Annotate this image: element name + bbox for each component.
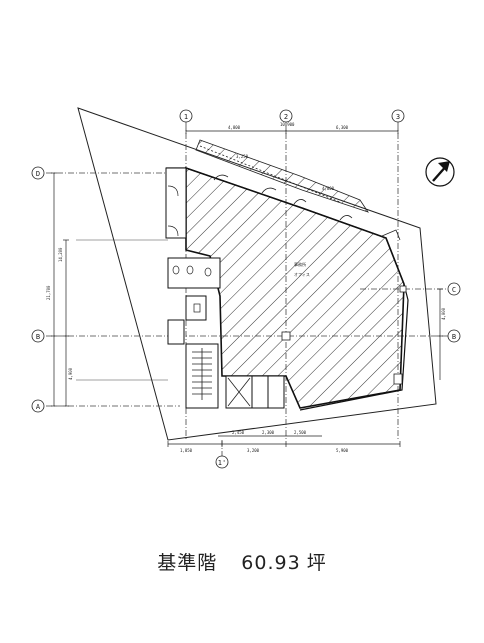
- dim-label: 21,700: [46, 285, 51, 300]
- building-wall: [166, 167, 409, 411]
- svg-text:A: A: [36, 403, 41, 411]
- svg-text:D: D: [36, 170, 40, 178]
- left-dimension: [51, 172, 69, 407]
- grid-label-col-3: 3: [391, 109, 405, 123]
- balcony-strip: [195, 139, 369, 213]
- dim-label: 4,900: [68, 367, 73, 380]
- north-arrow-icon: [425, 157, 455, 187]
- stair: [192, 348, 212, 400]
- dim-label: 4,000: [441, 307, 446, 320]
- svg-text:B: B: [452, 333, 456, 341]
- dim-label: 2,450: [232, 430, 245, 435]
- inner-reference-lines: [76, 239, 168, 381]
- svg-text:B: B: [36, 333, 40, 341]
- grid-label-row-b-right: B: [447, 329, 461, 343]
- dim-label: 6,300: [336, 125, 349, 130]
- dim-label: 3,250: [236, 154, 249, 159]
- dim-label: 14,200: [58, 247, 63, 262]
- svg-text:C: C: [452, 286, 456, 294]
- grid-label-row-c: C: [447, 282, 461, 296]
- dim-label: 4,800: [322, 186, 335, 191]
- dim-label: 4,800: [228, 125, 241, 130]
- grid-label-col-1: 1: [179, 109, 193, 123]
- grid-label-row-b-left: B: [31, 329, 45, 343]
- svg-text:1: 1: [184, 113, 188, 121]
- grid-label-row-d: D: [31, 166, 45, 180]
- toilet-fixtures: [167, 185, 212, 313]
- dim-label: 1,850: [180, 448, 193, 453]
- dim-label: 2,500: [294, 430, 307, 435]
- dim-label: 3,200: [247, 448, 260, 453]
- area-unit: 坪: [306, 552, 327, 574]
- room-note: 事務所: [294, 261, 306, 267]
- grid-label-col-1prime: 1': [215, 455, 229, 469]
- floor-label: 基準階: [157, 552, 218, 574]
- dim-label: 2,300: [262, 430, 275, 435]
- bottom-dimension: [167, 435, 401, 447]
- svg-text:1': 1': [218, 459, 226, 467]
- dim-label: 10,900: [280, 122, 295, 127]
- room-note: オフィス: [294, 272, 310, 277]
- svg-text:3: 3: [396, 113, 400, 121]
- grid-label-row-a: A: [31, 399, 45, 413]
- area-value: 60.93: [241, 552, 301, 574]
- svg-text:2: 2: [284, 113, 288, 121]
- elevator: [227, 377, 251, 407]
- dim-label: 5,900: [336, 448, 349, 453]
- right-dimension: [437, 288, 443, 380]
- floor-plan-drawing: 4,800 10,900 6,300 1,850 3,200 5,900 2,4…: [31, 107, 461, 469]
- top-dimension: [185, 128, 399, 134]
- grid-label-col-2: 2: [279, 109, 293, 123]
- column-markers: [281, 285, 407, 385]
